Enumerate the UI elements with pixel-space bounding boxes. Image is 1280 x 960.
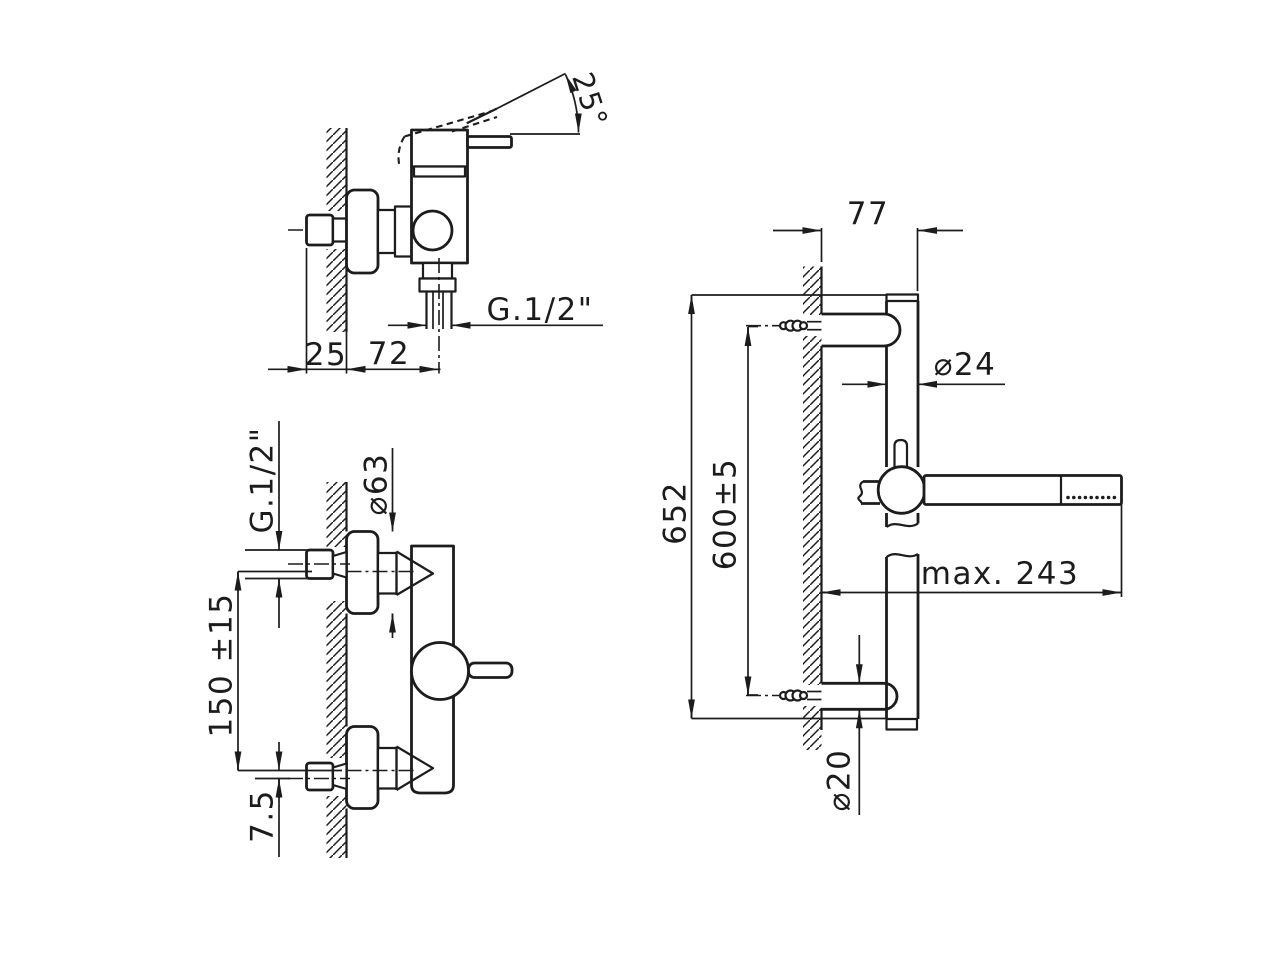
slider-holder (857, 438, 927, 515)
lever-handle (466, 135, 513, 149)
inlet-thread-label: G.1/2" (245, 426, 281, 533)
bracket-depth-label: 77 (847, 196, 889, 232)
hose-break (857, 480, 864, 505)
lock-knob (893, 438, 909, 468)
lower-escutcheon (345, 725, 380, 810)
bar-diameter-label: ⌀24 (934, 347, 997, 383)
outlet-pipe (418, 258, 457, 374)
dim-depths: 25 72 (268, 248, 441, 374)
center-lines (288, 563, 415, 780)
body-depth-label: 72 (368, 336, 410, 372)
dim-eccentric-offset: 7.5 (245, 742, 290, 857)
bar-length-label: 652 (658, 481, 694, 545)
dim-fixing-centers: 600±5 (708, 325, 758, 696)
upper-escutcheon (345, 530, 380, 615)
slider-ball (876, 465, 927, 515)
eccentric-offset-label: 7.5 (245, 789, 281, 843)
knob-circle (410, 641, 470, 701)
front-view: G.1/2" ⌀63 150 ±15 7.5 (204, 421, 514, 858)
dim-inlet-thread: G.1/2" (245, 421, 308, 628)
break-line (885, 553, 919, 558)
fixing-centers-label: 600±5 (708, 458, 744, 570)
bracket-diameter-label: ⌀20 (822, 749, 858, 812)
adapter (376, 205, 415, 258)
handle-raised-position (397, 72, 580, 169)
lever-handle (467, 661, 514, 679)
dim-bracket-diameter: ⌀20 (822, 635, 863, 815)
dim-outlet-thread: G.1/2" (388, 292, 603, 329)
rail-view: 77 652 600±5 ⌀24 max (658, 196, 1123, 815)
top-fixing-screw (746, 319, 822, 332)
max-reach-label: max. 243 (921, 556, 1079, 592)
top-wall-bracket (821, 312, 902, 348)
center-distance-label: 150 ±15 (204, 593, 240, 738)
dim-center-distance: 150 ±15 (204, 570, 342, 772)
dim-bracket-depth: 77 (773, 196, 963, 291)
escutcheon (345, 188, 380, 275)
lower-union-nut (305, 761, 335, 792)
outlet-thread-label: G.1/2" (486, 292, 593, 328)
inlet-cones (395, 550, 435, 791)
wall-section (799, 266, 823, 750)
hand-shower (922, 474, 1123, 506)
cartridge-circle (411, 209, 454, 252)
flange-diameter-label: ⌀63 (359, 453, 395, 516)
break-line (885, 522, 919, 528)
side-view: 25° G.1/2" 25 72 (268, 68, 615, 374)
mixer-body (410, 128, 469, 265)
dim-max-reach: max. 243 (821, 504, 1123, 597)
dim-flange-diameter: ⌀63 (359, 448, 396, 638)
wall-offset-label: 25 (305, 337, 347, 373)
dim-bar-length: 652 (658, 294, 887, 720)
bottom-wall-bracket (821, 681, 899, 711)
dim-bar-diameter: ⌀24 (842, 347, 1005, 388)
